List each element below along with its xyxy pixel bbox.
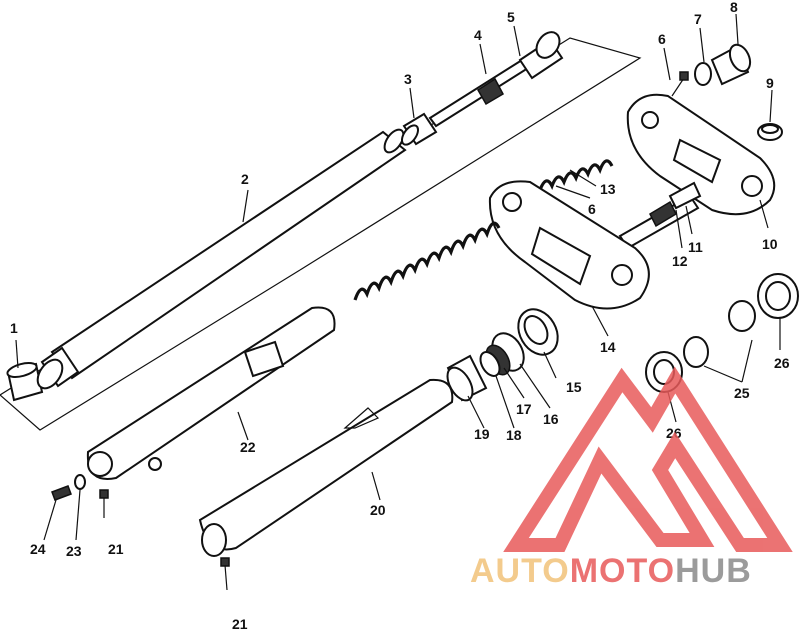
callout-7: 7 xyxy=(694,11,702,27)
callout-17: 17 xyxy=(516,401,532,417)
bushing-ring xyxy=(6,362,44,402)
drain-bolt xyxy=(99,489,109,518)
bearing-lower xyxy=(683,336,709,368)
callout-5: 5 xyxy=(507,9,515,25)
callout-18: 18 xyxy=(506,427,522,443)
callout-3: 3 xyxy=(404,71,412,87)
callout-21-left: 21 xyxy=(108,541,124,557)
callout-10: 10 xyxy=(762,236,778,252)
callout-19: 19 xyxy=(474,426,490,442)
callout-11: 11 xyxy=(688,239,703,255)
callout-6-mid: 6 xyxy=(588,201,596,217)
callout-24: 24 xyxy=(30,541,46,557)
damper-rod xyxy=(428,31,564,128)
bearing-race-upper xyxy=(757,273,799,319)
socket-bolt xyxy=(51,485,72,501)
callout-4: 4 xyxy=(474,27,482,43)
callout-2: 2 xyxy=(241,171,249,187)
o-ring xyxy=(694,62,712,86)
logo-word-auto: AUTO xyxy=(470,552,570,590)
fork-slider-left xyxy=(86,306,336,480)
fork-cap xyxy=(710,43,752,86)
callout-16: 16 xyxy=(543,411,559,427)
callout-8: 8 xyxy=(730,0,738,15)
fork-tube xyxy=(36,128,407,390)
logo-word-hub: HUB xyxy=(675,552,752,590)
fork-slider-right xyxy=(198,378,454,557)
callout-26-right: 26 xyxy=(774,355,790,371)
callout-21-bottom: 21 xyxy=(232,616,248,632)
automotohub-logo: AUTOMOTOHUB xyxy=(470,366,793,590)
upper-spring-segment xyxy=(538,159,614,191)
callout-9: 9 xyxy=(766,75,774,91)
oil-seal-stack xyxy=(479,332,525,377)
axle-pinch-bolt xyxy=(220,557,230,591)
bearing-upper xyxy=(728,300,756,332)
callout-13: 13 xyxy=(600,181,616,197)
callout-23: 23 xyxy=(66,543,82,559)
callout-15: 15 xyxy=(566,379,582,395)
callout-6-top: 6 xyxy=(658,31,666,47)
damper-sleeve xyxy=(401,112,438,146)
logo-word-moto: MOTO xyxy=(570,552,675,590)
callout-20: 20 xyxy=(370,502,386,518)
lower-reference-plane xyxy=(0,269,301,431)
stem-nut xyxy=(757,123,783,141)
callout-22: 22 xyxy=(240,439,256,455)
fork-spring xyxy=(353,221,501,301)
callout-14: 14 xyxy=(600,339,616,355)
dust-seal xyxy=(517,308,559,356)
logo-triangle-mark xyxy=(503,366,793,552)
callout-1: 1 xyxy=(10,320,18,336)
slider-bushing xyxy=(446,354,488,402)
lower-triple-clamp xyxy=(488,180,650,310)
pinch-bolt xyxy=(671,71,689,97)
upper-triple-clamp xyxy=(626,93,776,216)
callout-25: 25 xyxy=(734,385,750,401)
leader-lines xyxy=(15,13,781,541)
logo-wordmark: AUTOMOTOHUB xyxy=(470,552,752,590)
callout-12: 12 xyxy=(672,253,688,269)
washer xyxy=(74,474,86,490)
steering-stem xyxy=(618,181,702,250)
